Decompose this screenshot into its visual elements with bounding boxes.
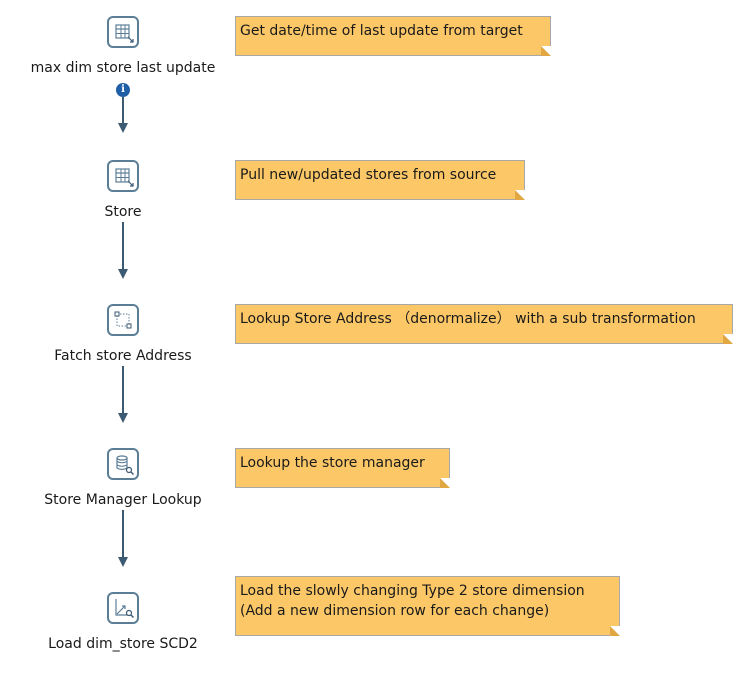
step-label: Store bbox=[104, 204, 142, 220]
step-icon-load-dim-store[interactable] bbox=[107, 592, 139, 624]
dimension-lookup-icon bbox=[115, 599, 134, 618]
note-text: Lookup the store manager bbox=[240, 455, 425, 471]
note-last-update[interactable]: Get date/time of last update from target bbox=[235, 16, 551, 56]
step-label: Load dim_store SCD2 bbox=[48, 636, 198, 652]
step-label: Store Manager Lookup bbox=[44, 492, 202, 508]
step-label: Fatch store Address bbox=[54, 348, 192, 364]
table-input-icon bbox=[115, 24, 134, 43]
step-icon-max-dim-store[interactable] bbox=[107, 16, 139, 48]
note-text: Load the slowly changing Type 2 store di… bbox=[240, 583, 585, 599]
step-label: max dim store last update bbox=[30, 60, 216, 76]
step-icon-fatch-store-address[interactable] bbox=[107, 304, 139, 336]
note-lookup-address[interactable]: Lookup Store Address （denormalize） with … bbox=[235, 304, 733, 344]
table-input-icon bbox=[115, 168, 134, 187]
note-text: Pull new/updated stores from source bbox=[240, 167, 497, 183]
note-fold bbox=[541, 46, 551, 56]
note-text: Get date/time of last update from target bbox=[240, 23, 523, 39]
info-icon[interactable]: i bbox=[116, 83, 130, 97]
step-icon-store-manager-lookup[interactable] bbox=[107, 448, 139, 480]
mapping-icon bbox=[114, 311, 132, 329]
note-text: Lookup Store Address （denormalize） with … bbox=[240, 311, 696, 327]
note-lookup-manager[interactable]: Lookup the store manager bbox=[235, 448, 450, 488]
note-fold bbox=[723, 334, 733, 344]
note-load-scd2[interactable]: Load the slowly changing Type 2 store di… bbox=[235, 576, 620, 636]
note-fold bbox=[515, 190, 525, 200]
step-icon-store[interactable] bbox=[107, 160, 139, 192]
note-text: (Add a new dimension row for each change… bbox=[240, 603, 550, 619]
note-fold bbox=[440, 478, 450, 488]
note-fold bbox=[610, 626, 620, 636]
database-lookup-icon bbox=[116, 455, 134, 475]
note-pull-stores[interactable]: Pull new/updated stores from source bbox=[235, 160, 525, 200]
